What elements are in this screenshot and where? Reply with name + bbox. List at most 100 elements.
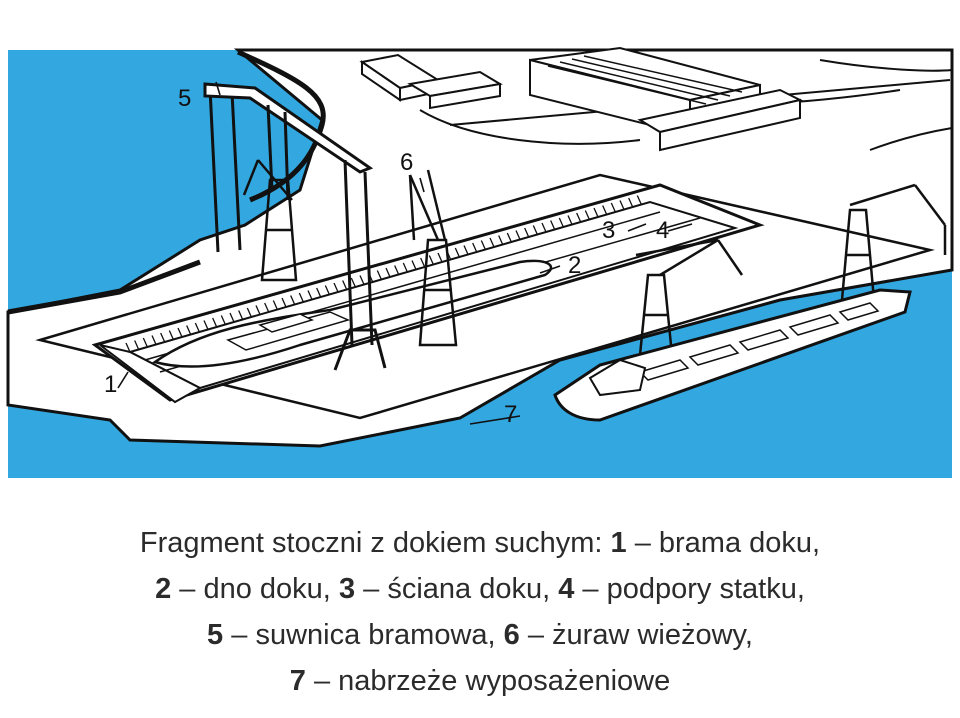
dock-wall-hatch xyxy=(628,197,634,208)
caption-num-3: 3 xyxy=(338,573,356,605)
caption-sep-4: – xyxy=(574,573,607,605)
dock-wall-hatch xyxy=(437,252,443,263)
dock-wall-hatch xyxy=(142,337,148,348)
caption-num-7: 7 xyxy=(289,665,306,697)
dock-wall-hatch xyxy=(350,277,356,288)
dock-wall-hatch xyxy=(281,297,287,308)
dock-wall-hatch xyxy=(489,237,495,248)
caption-sep-3: – xyxy=(355,573,388,605)
caption-sep-5: – xyxy=(223,619,256,651)
dock-wall-hatch xyxy=(238,310,244,320)
caption-num-5: 5 xyxy=(207,619,224,651)
dock-wall-hatch xyxy=(246,307,252,318)
caption-text-5: suwnica bramowa, xyxy=(255,619,496,651)
dock-wall-hatch xyxy=(602,205,608,215)
dock-wall-hatch xyxy=(428,255,434,265)
figure-caption: Fragment stoczni z dokiem suchym: 1 – br… xyxy=(0,520,960,704)
dock-wall-hatch xyxy=(194,322,200,333)
dock-wall-hatch xyxy=(255,305,261,315)
caption-text-3: ściana doku, xyxy=(387,573,551,605)
caption-sep-1: – xyxy=(626,527,659,559)
dock-wall-hatch xyxy=(420,257,426,268)
caption-line-1: Fragment stoczni z dokiem suchym: 1 – br… xyxy=(0,520,960,566)
caption-num-1: 1 xyxy=(610,527,627,559)
dock-wall-hatch xyxy=(550,220,556,230)
caption-num-2: 2 xyxy=(155,573,172,605)
caption-line-3: 5 – suwnica bramowa, 6 – żuraw wieżowy, xyxy=(0,612,960,658)
label-3-dock-wall: 3 xyxy=(602,217,615,244)
caption-sep-7: – xyxy=(305,665,339,697)
dock-wall-hatch xyxy=(394,265,400,275)
dock-wall-hatching xyxy=(125,195,642,353)
lower-shore xyxy=(7,259,201,315)
tower-crane-left xyxy=(242,159,298,282)
caption-line-4: 7 – nabrzeże wyposażeniowe xyxy=(0,658,960,704)
dock-wall-hatch xyxy=(203,320,209,330)
caption-num-6: 6 xyxy=(503,619,520,651)
gantry-crane xyxy=(203,82,387,371)
ship-superstructure xyxy=(588,358,647,397)
dock-wall-hatch xyxy=(619,200,625,210)
dock-wall-hatch xyxy=(212,317,218,328)
dock-wall-hatch xyxy=(324,285,330,295)
dock-wall-hatch xyxy=(506,232,512,243)
dock-wall-hatch xyxy=(480,240,486,250)
label-6-tower-crane: 6 xyxy=(400,149,413,176)
label-1-dock-gate: 1 xyxy=(104,371,117,398)
label-4-ship-supports: 4 xyxy=(656,217,669,244)
caption-text-2: dno doku, xyxy=(203,573,331,605)
dock-wall-hatch xyxy=(359,275,365,285)
dock-wall-hatch xyxy=(558,217,564,228)
dock-wall-hatch xyxy=(515,230,521,240)
caption-intro: Fragment stoczni z dokiem suchym: xyxy=(139,527,603,559)
caption-line-2: 2 – dno doku, 3 – ściana doku, 4 – podpo… xyxy=(0,566,960,612)
tower-crane-center xyxy=(408,169,458,347)
dock-wall-hatch xyxy=(272,300,278,310)
dock-wall-hatch xyxy=(411,260,417,270)
dock-wall-hatch xyxy=(593,207,599,218)
building-roof-stripes xyxy=(547,55,743,105)
dock-wall-hatch xyxy=(454,247,460,258)
dock-gate xyxy=(99,344,203,404)
shipyard-dry-dock-illustration: 1 2 3 4 5 6 7 xyxy=(6,46,954,478)
caption-text-7: nabrzeże wyposażeniowe xyxy=(338,665,671,697)
dock-wall-hatch xyxy=(220,315,226,325)
dock-wall-hatch xyxy=(342,280,348,290)
dock-wall-hatch xyxy=(168,330,174,340)
caption-text-4: podpory statku, xyxy=(606,573,805,605)
dock-wall-hatch xyxy=(636,195,642,205)
dock-wall-hatch xyxy=(402,262,408,273)
dock-wall-hatch xyxy=(290,295,296,305)
dock-wall-hatch xyxy=(151,335,157,345)
callout-lines xyxy=(117,81,693,425)
caption-num-4: 4 xyxy=(558,573,575,605)
dock-wall-hatch xyxy=(385,267,391,278)
outfitting-ship xyxy=(553,288,912,422)
dock-wall-hatch xyxy=(333,282,339,293)
dock-wall-hatch xyxy=(125,342,131,353)
dock-wall-hatch xyxy=(160,332,166,343)
caption-text-1: brama doku, xyxy=(658,527,821,559)
dock-wall-hatch xyxy=(316,287,322,298)
ship-blocks xyxy=(226,311,351,351)
dock-wall-hatch xyxy=(177,327,183,338)
dock-wall-hatch xyxy=(134,340,140,350)
dock-wall-hatch xyxy=(576,212,582,223)
dock-wall-hatch xyxy=(610,202,616,213)
dock-wall-hatch xyxy=(584,210,590,220)
dock-wall-hatch xyxy=(229,312,235,323)
label-5-gantry-crane: 5 xyxy=(178,85,191,112)
dock-wall-hatch xyxy=(376,270,382,280)
dock-wall-hatch xyxy=(567,215,573,225)
label-2-dock-floor: 2 xyxy=(568,252,581,279)
dock-wall-hatch xyxy=(472,242,478,253)
cargo-hatches xyxy=(638,302,880,381)
dock-wall-hatch xyxy=(298,292,304,303)
dock-wall-hatch xyxy=(463,245,469,255)
dock-wall-hatch xyxy=(186,325,192,335)
dock-wall-hatch xyxy=(264,302,270,313)
dock-wall-hatch xyxy=(498,235,504,245)
caption-sep-2: – xyxy=(171,573,204,605)
dock-wall-hatch xyxy=(541,222,547,233)
